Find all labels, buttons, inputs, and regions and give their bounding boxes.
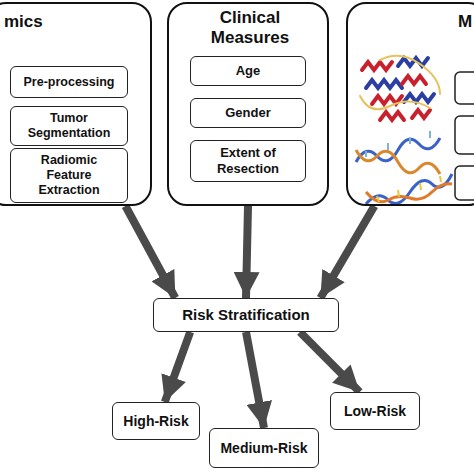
box-label: Age (236, 63, 261, 79)
box-label: Medium-Risk (220, 440, 307, 457)
panel-heading: Clinical Measures (190, 8, 310, 47)
box-label: Extent of Resection (197, 145, 299, 176)
cut-boxes (455, 72, 474, 200)
flow-arrow (300, 332, 360, 392)
box-label: High-Risk (123, 413, 188, 430)
panel-heading: mics (4, 12, 64, 32)
flow-arrow (125, 206, 175, 298)
box-label: Gender (225, 105, 271, 121)
feature-box: Tumor Segmentation (10, 106, 128, 146)
box-label: Radiomic Feature Extraction (17, 153, 121, 198)
feature-box: Radiomic Feature Extraction (10, 148, 128, 203)
group-panel: Clinical MeasuresAgeGenderExtent of Rese… (167, 2, 329, 206)
flow-arrow (246, 332, 264, 428)
box-label: Risk Stratification (182, 306, 310, 324)
feature-box: Gender (190, 98, 306, 128)
dna-helix (356, 131, 452, 204)
risk-box: High-Risk (112, 402, 200, 440)
box-label: Tumor Segmentation (17, 111, 121, 141)
risk-box: Low-Risk (330, 392, 420, 430)
risk-box: Medium-Risk (209, 428, 318, 468)
feature-box: Age (190, 56, 306, 86)
flow-arrow (320, 206, 374, 298)
feature-box: Pre-processing (10, 66, 128, 98)
protein-structure (360, 56, 440, 120)
feature-box: Extent of Resection (190, 140, 306, 182)
flow-arrow (165, 332, 190, 402)
group-panel: micsPre-processingTumor SegmentationRadi… (0, 2, 152, 206)
panel-heading: M (458, 12, 474, 32)
group-panel: M (346, 2, 474, 206)
risk-box: Risk Stratification (153, 298, 339, 332)
box-label: Low-Risk (344, 403, 406, 420)
flow-arrow (246, 206, 248, 298)
box-label: Pre-processing (23, 75, 114, 90)
